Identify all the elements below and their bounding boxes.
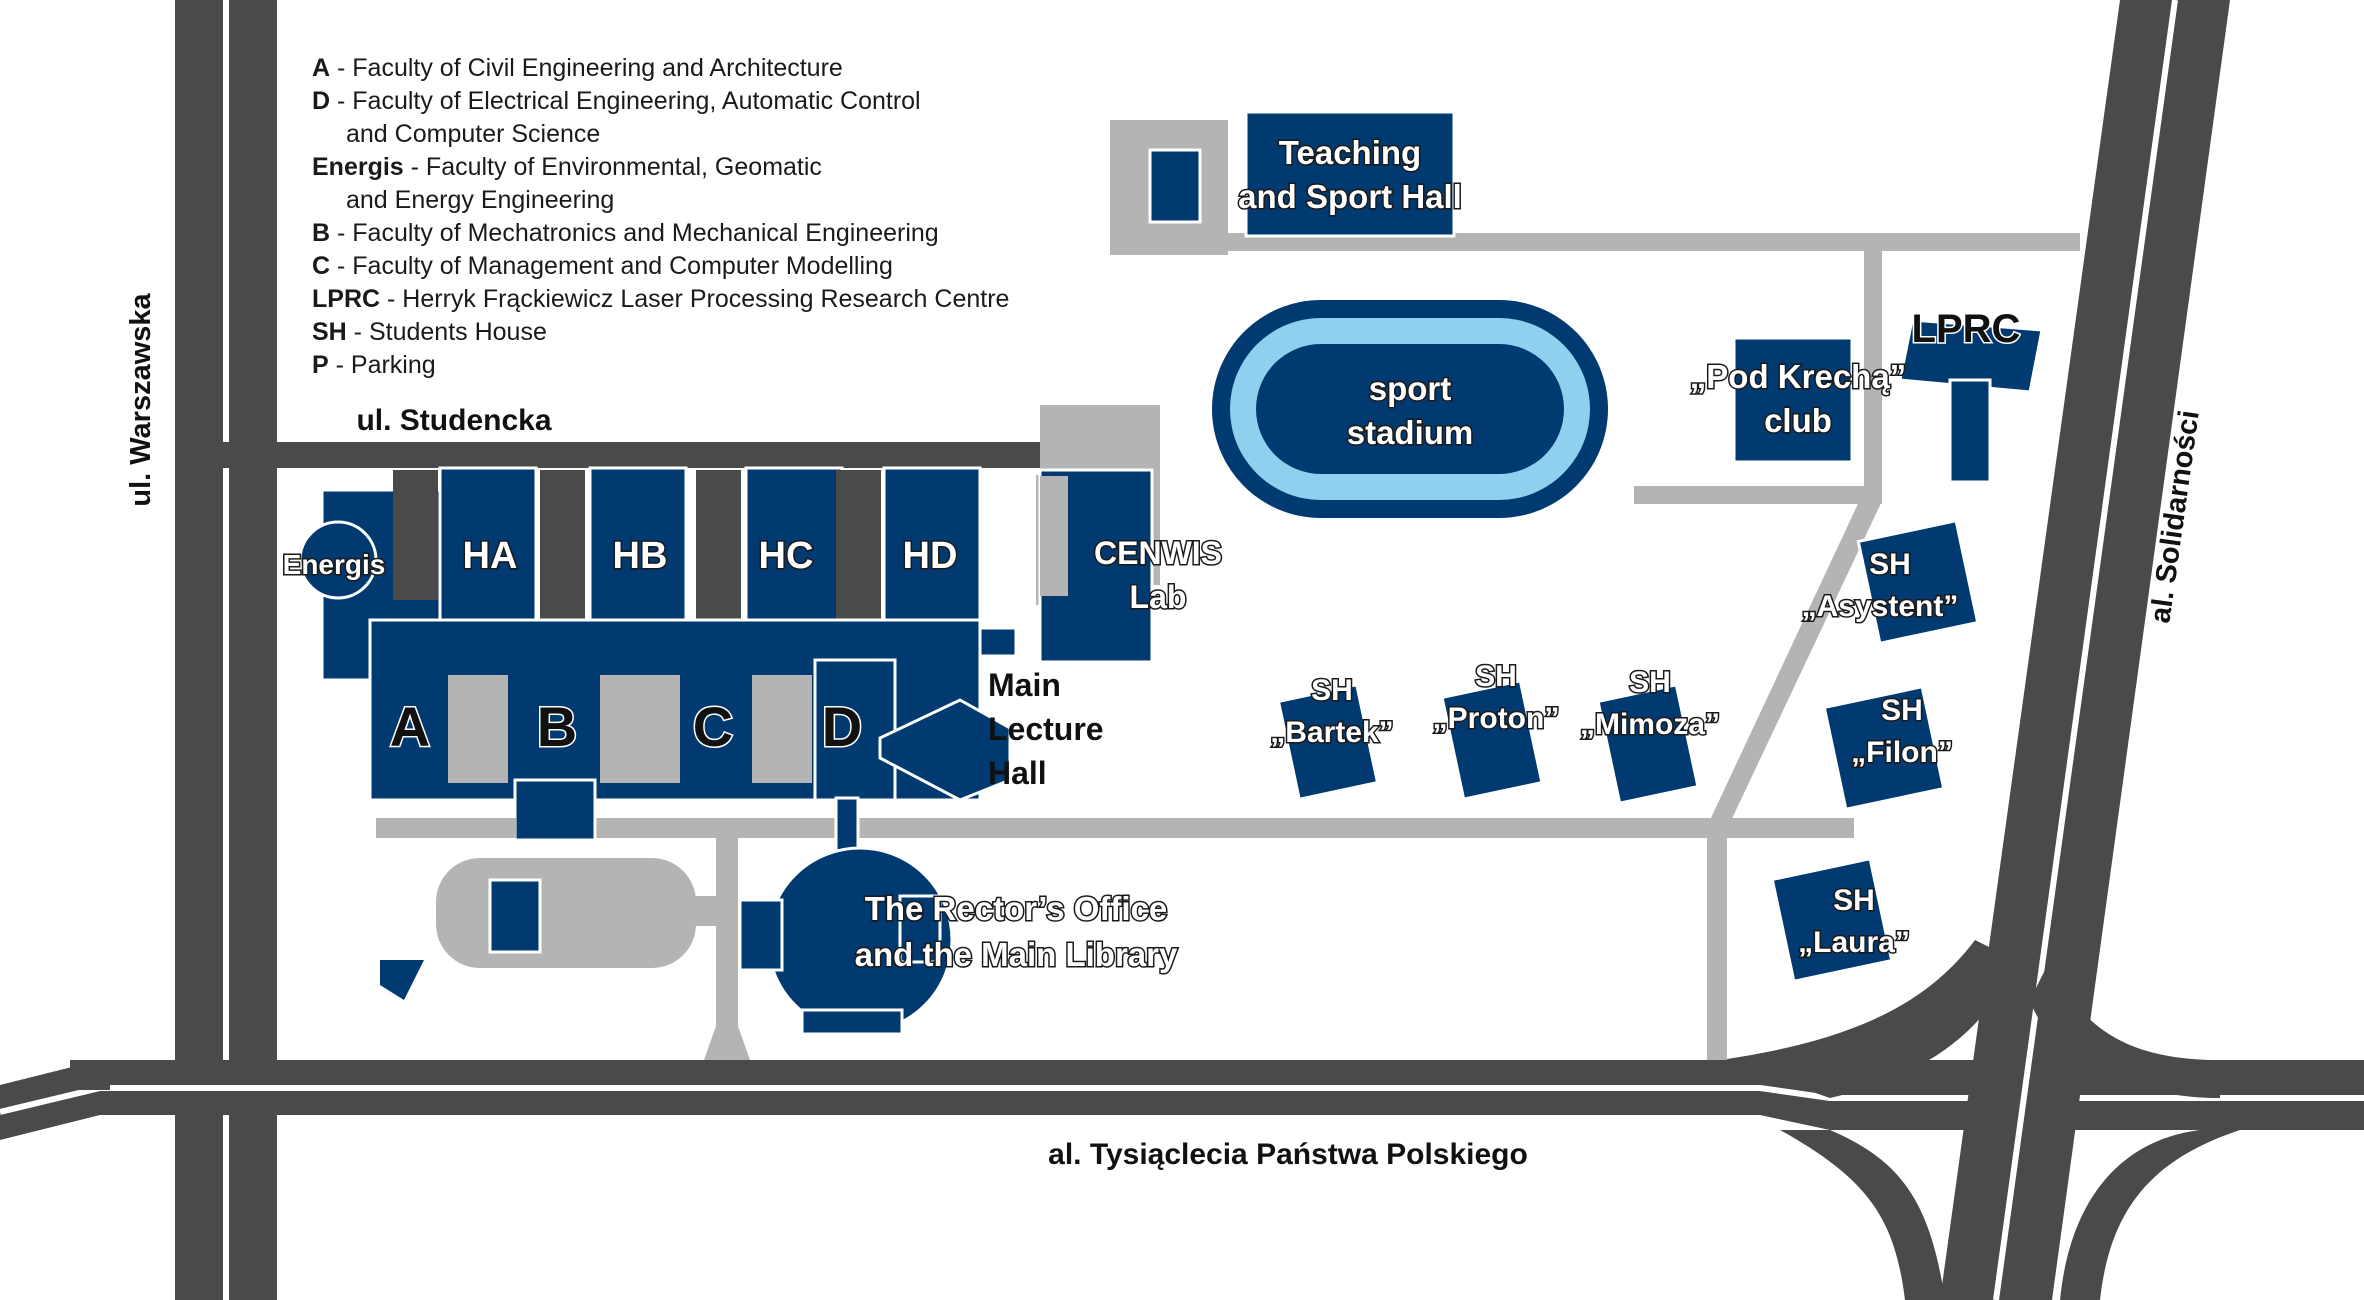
label-c: C [693, 695, 733, 758]
label-sh-laura-2: „Laura” [1798, 926, 1910, 959]
road-studencka [215, 442, 1123, 468]
legend-item-continued: and Energy Engineering [346, 186, 615, 214]
label-studencka: ul. Studencka [356, 404, 551, 437]
building-hd [882, 466, 982, 650]
building-lprc [1898, 318, 2044, 484]
label-hb: HB [613, 535, 668, 577]
label-sh-mimoza-2: „Mimoza” [1580, 708, 1720, 741]
legend-item: SH - Students House [312, 318, 547, 346]
label-sh-filon-2: „Filon” [1851, 736, 1953, 769]
label-sh-laura-1: SH [1833, 884, 1875, 917]
label-sh-filon-1: SH [1881, 694, 1923, 727]
legend-item: B - Faculty of Mechatronics and Mechanic… [312, 219, 939, 247]
label-stadium-2: stadium [1347, 414, 1474, 451]
label-teaching-1: Teaching [1279, 134, 1421, 171]
building-hb [588, 466, 688, 650]
sh-filon [1822, 684, 1946, 812]
label-sh-mimoza-1: SH [1629, 666, 1671, 699]
label-a: A [390, 695, 430, 758]
legend-item: C - Faculty of Management and Computer M… [312, 252, 893, 280]
legend-item: P - Parking [312, 351, 436, 379]
label-sh-proton-1: SH [1475, 660, 1517, 693]
sport-stadium [1212, 300, 1608, 518]
label-rector-1: The Rector’s Office [865, 890, 1168, 927]
label-lprc: LPRC [1912, 307, 2021, 351]
building-teaching-sport-hall [1244, 110, 1456, 238]
label-club-1: „Pod Krechą” [1690, 358, 1906, 395]
label-warszawska: ul. Warszawska [125, 292, 157, 506]
building-ha [438, 466, 538, 650]
label-energis: Energis [283, 549, 386, 580]
label-rector-2: and the Main Library [855, 936, 1178, 973]
road-tysiaclecia [0, 1060, 2364, 1140]
parking-label: P [1153, 152, 1197, 226]
building-labels: Energis HA HB HC HD A B C D CENWIS Lab M… [281, 133, 2022, 975]
label-sh-asystent-2: „Asystent” [1802, 590, 1959, 623]
label-main-lecture-hall-1: Main [988, 667, 1061, 703]
parking-north: P [1110, 120, 1228, 255]
sh-laura [1770, 856, 1894, 984]
label-sh-proton-2: „Proton” [1433, 702, 1560, 735]
label-sh-bartek-2: „Bartek” [1270, 716, 1393, 749]
legend-item: D - Faculty of Electrical Engineering, A… [312, 87, 921, 115]
parking-label: P [493, 880, 537, 954]
label-ha: HA [463, 535, 518, 577]
label-d: D [822, 695, 862, 758]
label-club-2: club [1764, 402, 1832, 439]
label-b: B [537, 695, 577, 758]
sh-bartek [1276, 682, 1380, 802]
logo-mark [380, 960, 424, 1000]
label-main-lecture-hall-3: Hall [988, 755, 1047, 791]
legend-item: Energis - Faculty of Environmental, Geom… [312, 153, 822, 181]
label-teaching-2: and Sport Hall [1238, 178, 1462, 215]
label-sh-asystent-1: SH [1869, 548, 1911, 581]
main-campus [298, 466, 1154, 1036]
parking-south: P [436, 858, 730, 968]
legend-item: LPRC - Herryk Frąckiewicz Laser Processi… [312, 285, 1010, 313]
label-tysiaclecia: al. Tysiąclecia Państwa Polskiego [1048, 1138, 1528, 1171]
building-hc [744, 466, 844, 650]
label-stadium-1: sport [1369, 370, 1452, 407]
legend-item: A - Faculty of Civil Engineering and Arc… [312, 54, 843, 82]
building-pod-krecha [1732, 336, 1854, 464]
label-cenwis-lab: Lab [1130, 579, 1187, 615]
sh-proton [1440, 679, 1544, 801]
label-sh-bartek-1: SH [1311, 674, 1353, 707]
label-hd: HD [903, 535, 958, 577]
legend-item-continued: and Computer Science [346, 120, 601, 148]
label-hc: HC [759, 535, 814, 577]
building-main-lecture-hall [878, 698, 1012, 802]
label-cenwis: CENWIS [1094, 535, 1222, 571]
sh-mimoza [1596, 683, 1700, 805]
map-legend: A - Faculty of Civil Engineering and Arc… [312, 52, 1009, 382]
sh-asystent [1856, 518, 1980, 646]
label-main-lecture-hall-2: Lecture [988, 711, 1104, 747]
